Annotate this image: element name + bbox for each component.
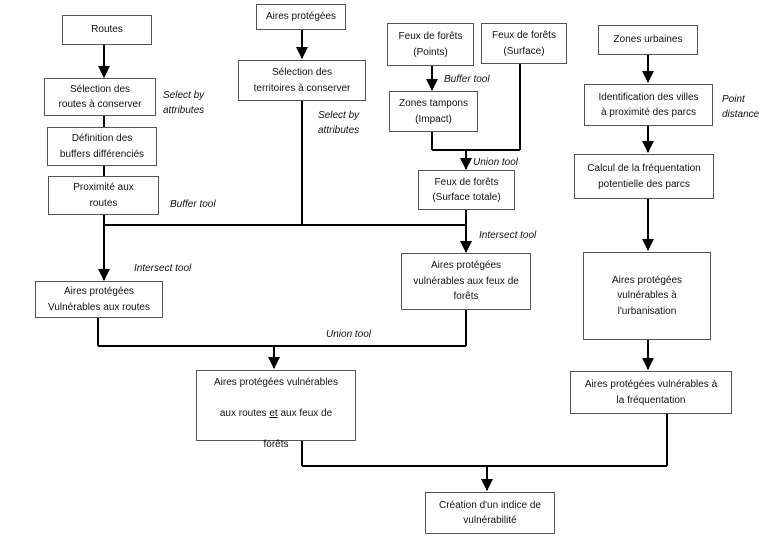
- label-union-tool-feux: Union tool: [473, 157, 519, 168]
- ap-routes-feux-line1: Aires protégées vulnérables: [214, 376, 338, 388]
- label-buffer-tool-feux: Buffer tool: [444, 74, 490, 85]
- label-point-distance: Point distance: [722, 94, 760, 120]
- label-select-by-attributes-routes: Select by attributes: [163, 90, 205, 116]
- box-aires-protegees: Aires protégées: [256, 4, 346, 30]
- box-feux-surface: Feux de forêts (Surface): [481, 23, 567, 64]
- box-ap-vulnerables-routes-feux: Aires protégées vulnérables aux routes e…: [196, 370, 356, 450]
- label-intersect-tool-feux: Intersect tool: [479, 230, 537, 241]
- box-routes: Routes: [62, 15, 152, 45]
- ap-routes-feux-line2-pre: aux routes: [219, 407, 270, 419]
- ap-routes-feux-underlined-et: et: [269, 407, 278, 419]
- box-feux-surface-totale: Feux de forêts (Surface totale): [418, 170, 515, 210]
- box-feux-points: Feux de forêts (Points): [387, 23, 474, 66]
- box-ap-vulnerables-routes: Aires protégées Vulnérables aux routes: [35, 281, 163, 318]
- box-definition-buffers: Définition des buffers différenciés: [47, 127, 157, 166]
- box-zones-tampons: Zones tampons (Impact): [389, 91, 478, 132]
- label-union-tool-merge: Union tool: [326, 329, 372, 340]
- box-selection-territoires: Sélection des territoires à conserver: [238, 60, 366, 101]
- box-identification-villes: Identification des villes à proximité de…: [584, 84, 713, 126]
- box-ap-vulnerables-urbanisation: Aires protégées vulnérables à l'urbanisa…: [583, 252, 711, 340]
- box-calcul-frequentation: Calcul de la fréquentation potentielle d…: [574, 154, 714, 199]
- label-intersect-tool-routes: Intersect tool: [134, 263, 192, 274]
- label-select-by-attributes-territoires: Select by attributes: [318, 110, 360, 136]
- ap-routes-feux-line2-post: aux feux de: [277, 407, 333, 419]
- box-ap-vulnerables-frequentation: Aires protégées vulnérables à la fréquen…: [570, 371, 732, 414]
- label-buffer-tool-routes: Buffer tool: [170, 199, 216, 210]
- box-proximite-routes: Proximité aux routes: [48, 176, 159, 215]
- box-zones-urbaines: Zones urbaines: [598, 25, 698, 55]
- box-indice-vulnerabilite: Création d'un indice de vulnérabilité: [425, 492, 555, 534]
- box-ap-vulnerables-feux: Aires protégées vulnérables aux feux de …: [401, 253, 531, 310]
- box-selection-routes: Sélection des routes à conserver: [44, 78, 156, 116]
- ap-routes-feux-line3: forêts: [263, 438, 289, 450]
- box-ap-vulnerables-routes-feux-text: Aires protégées vulnérables aux routes e…: [214, 359, 338, 452]
